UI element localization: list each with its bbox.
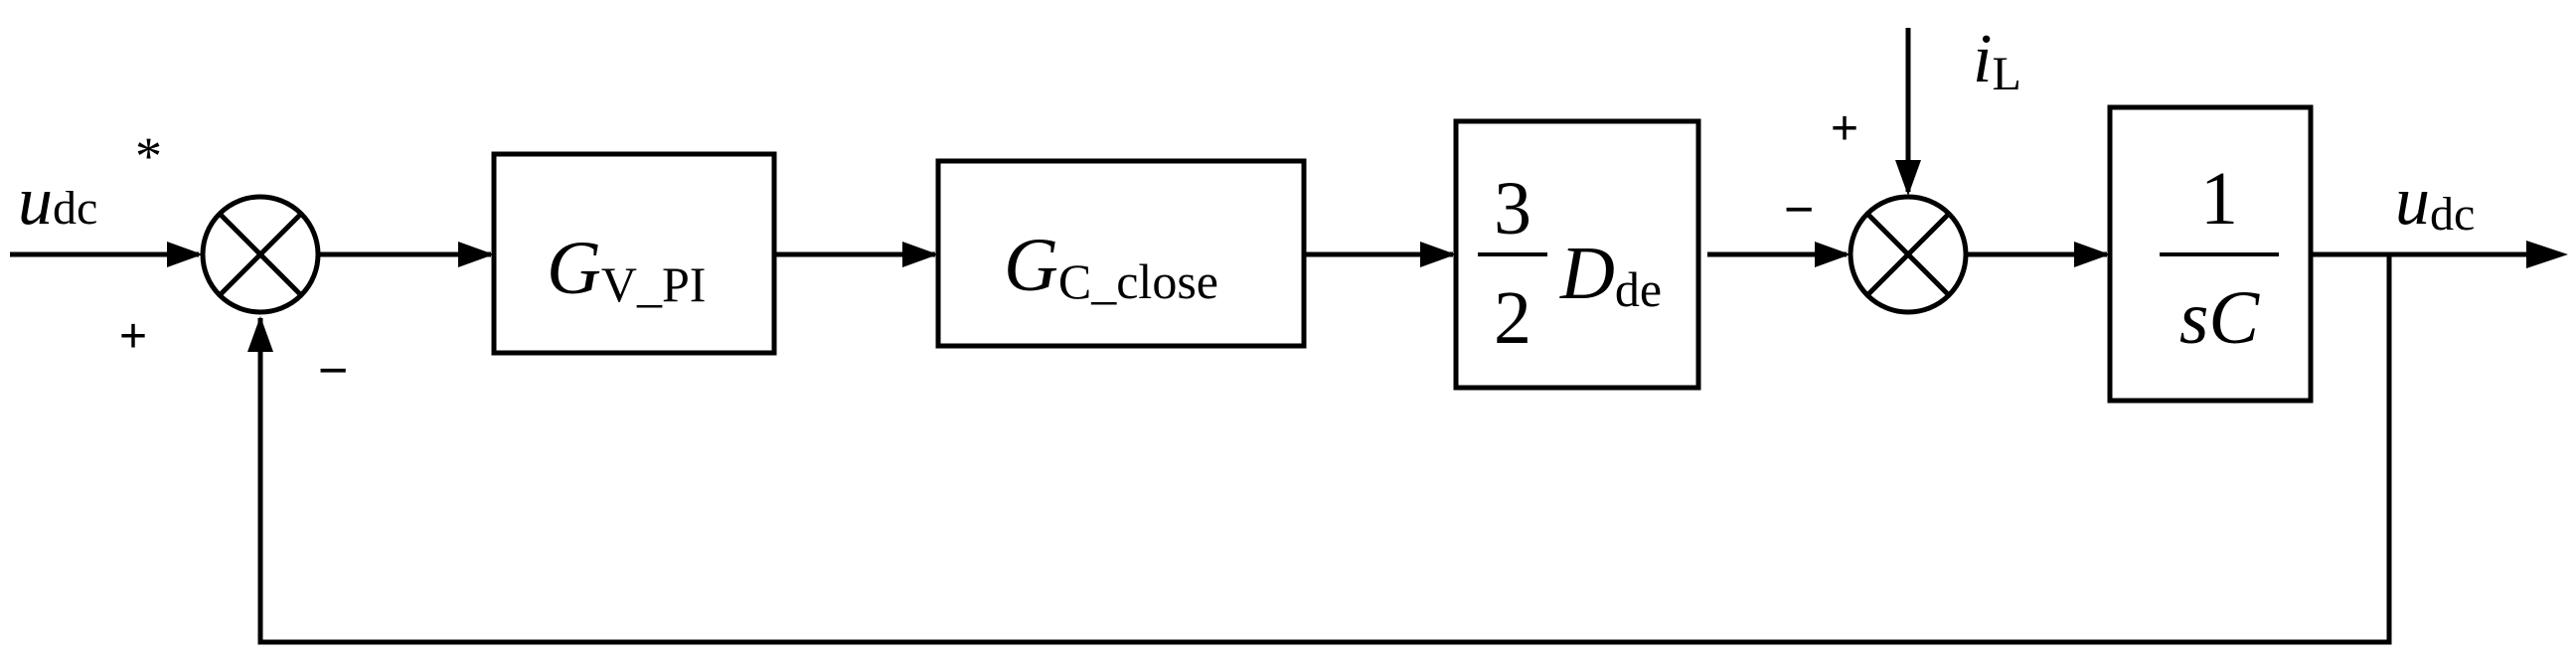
output-signal-label: udc: [2395, 163, 2475, 241]
gain-numerator: 3: [1494, 167, 1531, 250]
arrowhead-feedback: [247, 316, 273, 352]
arrowhead-integrator: [2074, 242, 2110, 267]
gain-symbol: Dde: [1559, 232, 1662, 317]
sum2-plus-sign: +: [1831, 102, 1858, 155]
arrowhead-disturbance: [1895, 160, 1921, 196]
arrowheads: [167, 160, 2568, 352]
summing-junction-2: [1848, 194, 1969, 315]
gvpi-block: [491, 151, 777, 356]
gvpi-label: GV_PI: [547, 227, 706, 312]
sum1-minus-sign: −: [318, 342, 348, 400]
input-signal-label: udc: [18, 163, 97, 240]
summing-junction-1: [200, 194, 321, 315]
arrowhead-output: [2526, 241, 2568, 268]
sum2-minus-sign: −: [1784, 181, 1814, 239]
integrator-denominator: sC: [2179, 276, 2261, 360]
sum1-plus-sign: +: [119, 310, 147, 363]
arrowhead-input: [167, 242, 203, 267]
arrowhead-gcclose: [902, 242, 938, 267]
feedback-path: [257, 254, 2392, 645]
gcclose-label: GC_close: [1004, 224, 1218, 309]
integrator-numerator: 1: [2200, 157, 2238, 241]
arrowhead-gain: [1420, 242, 1456, 267]
disturbance-label: iL: [1973, 21, 2021, 100]
gain-denominator: 2: [1494, 276, 1531, 360]
input-signal-superscript: *: [135, 126, 162, 186]
arrowhead-gvpi: [458, 242, 494, 267]
arrowhead-sum2: [1815, 242, 1851, 267]
